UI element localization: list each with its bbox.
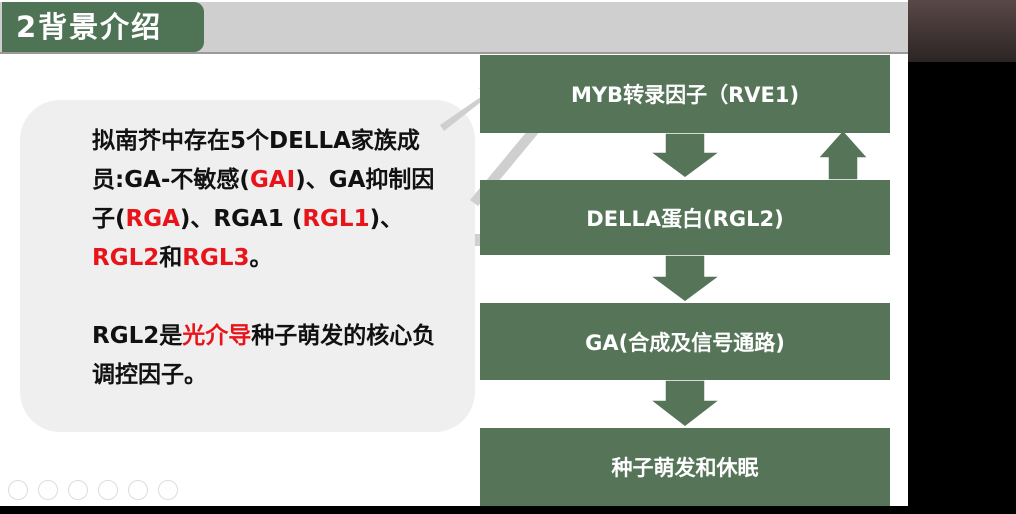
text: )、RGA1 ( — [179, 206, 303, 232]
slides-icon[interactable] — [98, 480, 118, 500]
text: 和 — [159, 245, 183, 271]
pen-icon[interactable] — [68, 480, 88, 500]
flow-box-ga: GA(合成及信号通路) — [480, 303, 890, 380]
gene-rgl2: RGL2 — [92, 245, 160, 271]
paragraph-della-members: 拟南芥中存在5个DELLA家族成员:GA-不敏感(GAI)、GA抑制因子(RGA… — [44, 122, 451, 278]
prev-icon[interactable] — [8, 480, 28, 500]
gene-gai: GAI — [249, 167, 296, 193]
flow-box-germination: 种子萌发和休眠 — [480, 428, 890, 506]
more-icon[interactable] — [158, 480, 178, 500]
slideshow-controls — [0, 475, 488, 505]
zoom-icon[interactable] — [128, 480, 148, 500]
text: )、 — [369, 206, 404, 232]
down-arrow-1 — [647, 132, 723, 179]
flow-box-della: DELLA蛋白(RGL2) — [480, 180, 890, 255]
webcam-video — [908, 0, 1016, 62]
next-icon[interactable] — [38, 480, 58, 500]
up-arrow-feedback — [816, 128, 870, 181]
flow-box-myb: MYB转录因子（RVE1) — [480, 55, 890, 133]
text: RGL2是 — [92, 323, 183, 349]
gene-rgl3: RGL3 — [182, 245, 250, 271]
highlight-light: 光介导 — [182, 323, 252, 349]
paragraph-rgl2: RGL2是光介导种子萌发的核心负调控因子。 — [44, 317, 451, 395]
slide: 2背景介绍 拟南芥中存在5个DELLA家族成员:GA-不敏感(GAI)、GA抑制… — [0, 0, 908, 506]
gene-rgl1: RGL1 — [302, 206, 370, 232]
down-arrow-2 — [647, 254, 723, 303]
description-box: 拟南芥中存在5个DELLA家族成员:GA-不敏感(GAI)、GA抑制因子(RGA… — [20, 100, 475, 432]
text: )、GA抑制因子( — [92, 167, 435, 232]
text: 拟南芥中存在5个DELLA家族成员:GA-不敏感( — [92, 128, 420, 193]
section-title: 2背景介绍 — [2, 2, 204, 52]
gene-rga: RGA — [125, 206, 180, 232]
text: 种子萌发的核心负调控因子。 — [92, 323, 436, 388]
down-arrow-3 — [647, 379, 723, 428]
text: 。 — [249, 245, 273, 271]
